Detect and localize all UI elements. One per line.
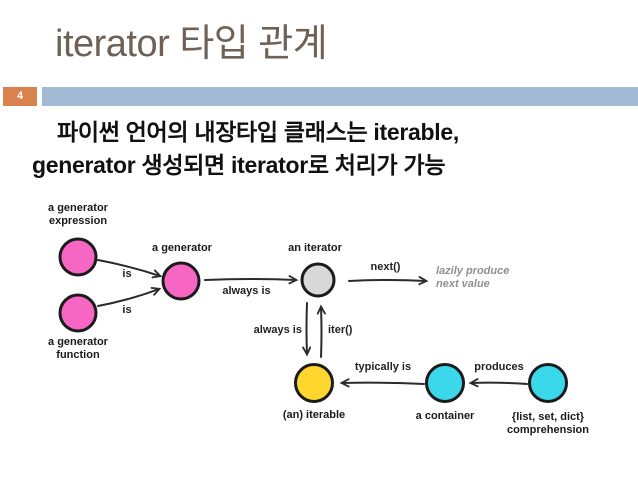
- generator-expression-node: [58, 237, 98, 277]
- iterator-node: [300, 262, 336, 298]
- slide-title: iterator 타입 관계: [55, 23, 328, 65]
- body-text-line1: 파이썬 언어의 내장타입 클래스는 iterable,: [57, 119, 459, 145]
- next-call-label: next(): [370, 261, 401, 273]
- arrow-iterable-iter-iterator: [321, 307, 322, 358]
- container-label: a container: [415, 410, 475, 422]
- arrow-expression-is-generator: [97, 259, 160, 276]
- produces-label: produces: [474, 361, 524, 373]
- comprehension-label: {list, set, dict} comprehension: [507, 411, 589, 436]
- is-function-label: is: [122, 304, 132, 316]
- lazily-produce-annotation: lazily produce next value: [436, 265, 510, 290]
- arrow-generator-alwaysis-iterator: [204, 279, 296, 280]
- iterable-node: [294, 363, 334, 403]
- generator-node: [161, 261, 201, 301]
- arrow-container-typicallyis-iterable: [342, 383, 425, 384]
- body-text-line2: generator 생성되면 iterator로 처리가 가능: [32, 152, 446, 178]
- iterator-label: an iterator: [288, 242, 342, 254]
- iterable-label: (an) iterable: [282, 409, 346, 421]
- arrow-function-is-generator: [97, 289, 159, 307]
- generator-expression-label: a generator expression: [48, 202, 108, 227]
- iter-call-label: iter(): [328, 324, 353, 336]
- typically-is-label: typically is: [354, 361, 412, 373]
- arrow-iterator-alwaysis-iterable: [307, 302, 308, 354]
- generator-function-node: [58, 293, 98, 333]
- generator-label: a generator: [152, 242, 212, 254]
- is-expression-label: is: [122, 268, 132, 280]
- always-is-iterator-label: always is: [253, 324, 302, 336]
- comprehension-node: [528, 363, 568, 403]
- container-node: [425, 363, 465, 403]
- generator-function-label: a generator function: [48, 336, 108, 361]
- header-bar: [42, 87, 638, 106]
- arrow-comprehension-produces-container: [471, 383, 528, 384]
- arrow-iterator-next: [348, 280, 426, 281]
- always-is-generator-label: always is: [222, 285, 271, 297]
- page-number-badge: 4: [3, 87, 37, 106]
